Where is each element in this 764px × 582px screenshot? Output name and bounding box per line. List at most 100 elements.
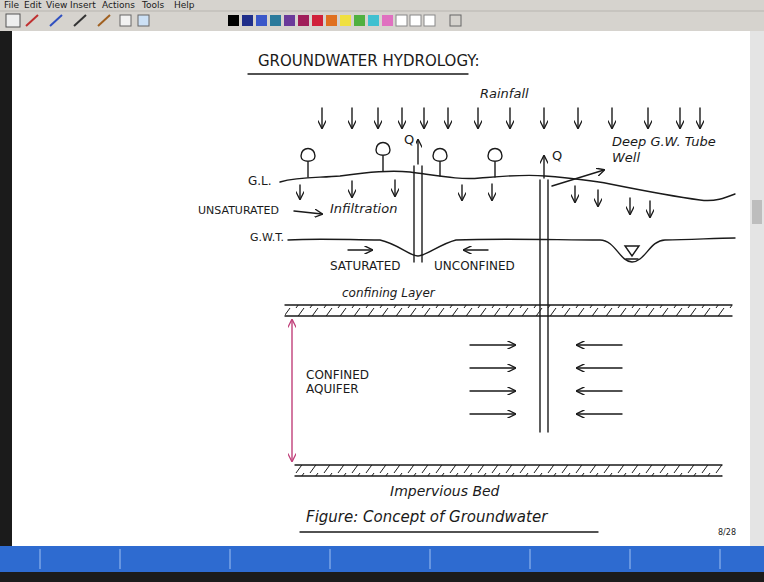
color-palette xyxy=(228,15,461,26)
tick xyxy=(230,549,231,569)
rain-arrow xyxy=(679,108,680,128)
discharge-label: Q xyxy=(550,148,564,164)
infiltration-arrow xyxy=(299,185,300,199)
color-swatch xyxy=(242,15,253,26)
page xyxy=(12,31,750,546)
flow-arrow xyxy=(577,390,622,391)
infiltration-arrow xyxy=(394,180,395,196)
infiltration-arrow xyxy=(491,184,492,200)
rain-arrow xyxy=(543,108,544,128)
tick xyxy=(40,549,41,569)
toolbar xyxy=(0,0,764,31)
well-casing xyxy=(413,166,414,262)
rain-arrow xyxy=(321,108,322,128)
color-swatch xyxy=(424,15,435,26)
infiltration-arrow xyxy=(649,201,650,217)
infiltration-arrow xyxy=(461,185,462,200)
flow-arrow xyxy=(348,249,372,250)
color-swatch xyxy=(312,15,323,26)
tree xyxy=(301,149,315,178)
scroll-thumb xyxy=(752,200,762,224)
color-swatch xyxy=(256,15,267,26)
flow-arrow xyxy=(464,249,488,250)
flow-arrow xyxy=(470,390,515,391)
color-swatch xyxy=(340,15,351,26)
confining-line xyxy=(285,304,732,305)
color-swatch xyxy=(326,15,337,26)
infiltration-arrow xyxy=(629,198,630,214)
tree xyxy=(433,149,447,177)
rain-arrow xyxy=(447,108,448,128)
rainfall-label: Rainfall xyxy=(478,86,531,102)
layer-label: confining Layer xyxy=(340,286,437,300)
color-swatch xyxy=(396,15,407,26)
rain-arrow xyxy=(509,108,510,128)
tree xyxy=(488,149,502,178)
confining-hatch xyxy=(285,305,732,316)
rain-arrow xyxy=(351,108,352,128)
menu-item: Actions xyxy=(102,0,135,11)
rain-arrow xyxy=(611,108,612,128)
infiltration-arrow xyxy=(597,190,598,206)
diagram-title: GROUNDWATER HYDROLOGY: xyxy=(256,52,482,70)
tool-icon xyxy=(120,15,131,26)
tool-icon xyxy=(6,14,20,27)
menu-item: Tools xyxy=(142,0,164,11)
tool-icon xyxy=(138,15,149,26)
menu-item: Edit xyxy=(24,0,41,11)
layer-label: Impervious Bed xyxy=(388,483,501,500)
color-swatch xyxy=(298,15,309,26)
page-number: 8/28 xyxy=(716,528,738,538)
discharge-arrow xyxy=(417,140,418,164)
menu-item: Insert xyxy=(70,0,96,11)
menu-item: File xyxy=(4,0,19,11)
discharge-label: Q xyxy=(402,132,416,148)
tool-icon xyxy=(74,15,86,26)
bed-line xyxy=(295,464,722,465)
color-swatch xyxy=(382,15,393,26)
infiltration-arrow xyxy=(351,181,352,197)
status-ticks xyxy=(40,549,720,569)
rain-arrow xyxy=(577,108,578,128)
infiltration-arrows xyxy=(300,180,650,217)
leader-line xyxy=(294,211,322,214)
well-casing xyxy=(421,166,422,262)
color-swatch xyxy=(228,15,239,26)
rain-arrows xyxy=(322,108,700,128)
flow-arrow xyxy=(470,413,515,414)
title-underline xyxy=(248,73,468,74)
zone-label: UNSATURATED xyxy=(196,204,281,217)
color-swatch xyxy=(354,15,365,26)
tick xyxy=(630,549,631,569)
diagram-caption: Figure: Concept of Groundwater xyxy=(304,508,549,526)
thickness-marker xyxy=(291,320,292,461)
rain-arrow xyxy=(377,108,378,128)
ground-line xyxy=(280,171,735,200)
menu-item: Help xyxy=(174,0,195,11)
sketch xyxy=(248,74,735,532)
water-table-label: G.W.T. xyxy=(248,231,286,244)
flow-arrow xyxy=(577,344,622,345)
rain-arrow xyxy=(647,108,648,128)
aquifer-flow xyxy=(470,345,622,414)
flow-arrow xyxy=(470,367,515,368)
menu-item: View xyxy=(46,0,67,11)
process-label: Infiltration xyxy=(328,201,399,217)
water-table-symbol xyxy=(625,246,639,259)
tick xyxy=(330,549,331,569)
caption-underline xyxy=(300,531,598,532)
discharge-arrow xyxy=(543,156,544,178)
zone-label: SATURATED xyxy=(328,259,403,273)
tool-icon xyxy=(26,15,38,26)
ground-level-label: G.L. xyxy=(246,174,274,188)
zone-label: UNCONFINED xyxy=(432,259,517,273)
rain-arrow xyxy=(699,108,700,128)
flow-arrow xyxy=(577,367,622,368)
tool-icon xyxy=(450,15,461,26)
bed-line xyxy=(295,475,722,476)
toolbar-divider xyxy=(0,11,764,12)
flow-arrow xyxy=(470,344,515,345)
tool-icon xyxy=(50,15,62,26)
tool-icon xyxy=(98,15,110,26)
